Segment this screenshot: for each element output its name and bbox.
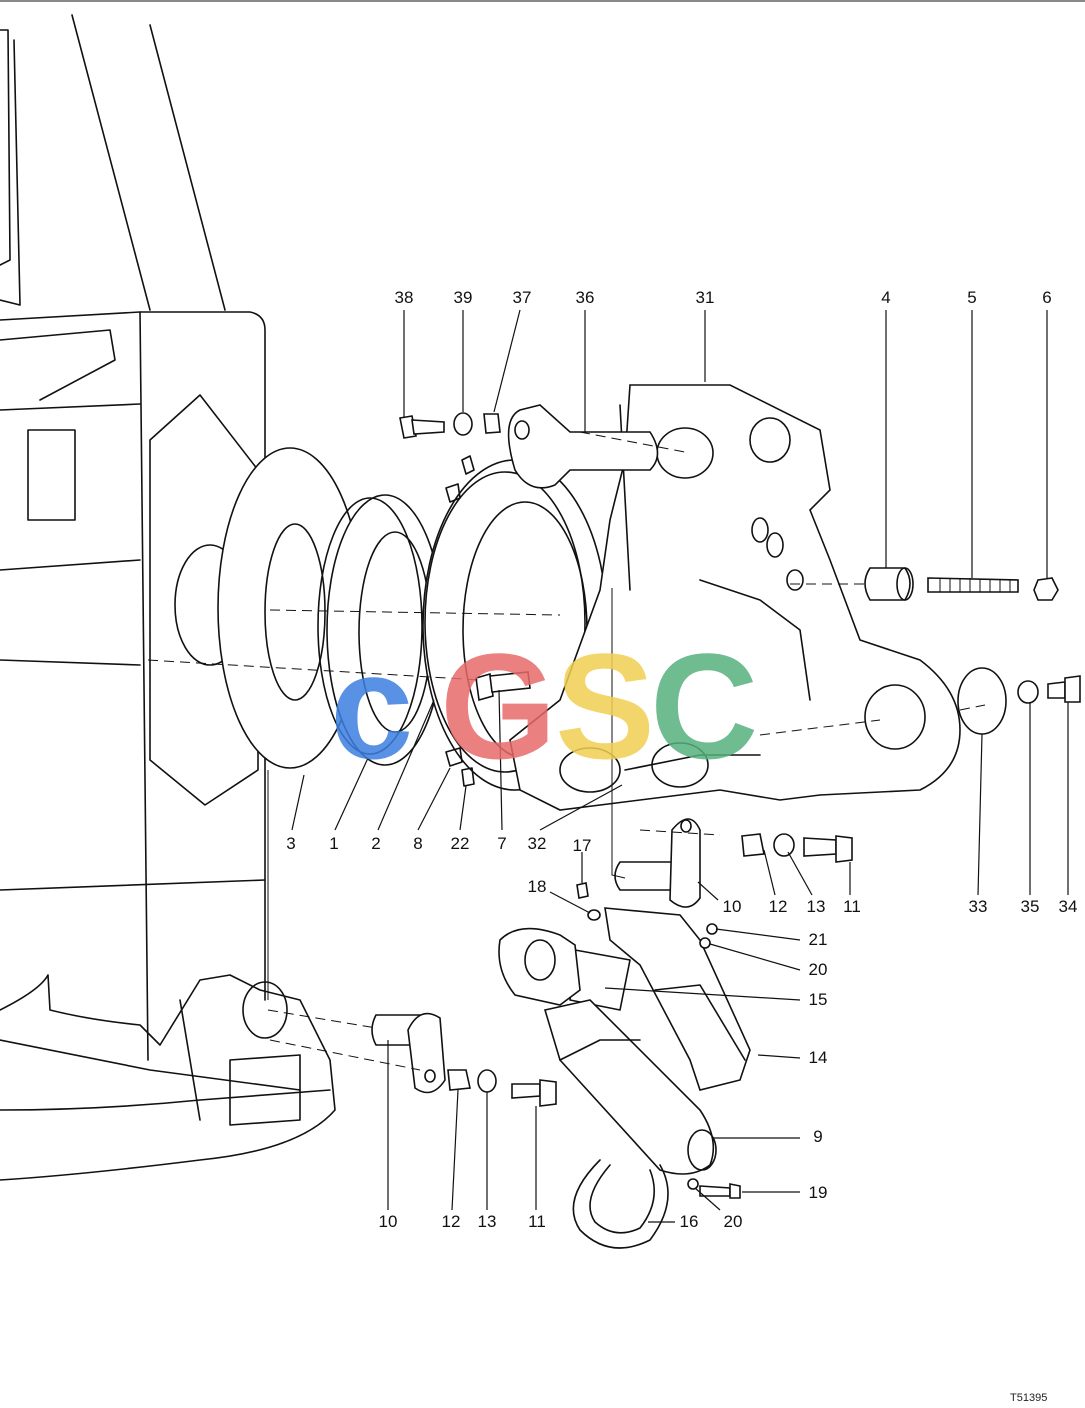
bolt-38 xyxy=(399,415,445,439)
callout-37: 37 xyxy=(512,288,532,307)
callout-7: 7 xyxy=(497,834,507,853)
callout-31: 31 xyxy=(695,288,715,307)
callout-8: 8 xyxy=(413,834,423,853)
washer-13-lower xyxy=(477,1069,497,1093)
callout-13-lower: 13 xyxy=(477,1212,497,1231)
callout-17: 17 xyxy=(572,836,592,855)
swing-bracket xyxy=(509,384,961,811)
alignment-lines xyxy=(147,431,986,1071)
callout-6: 6 xyxy=(1042,288,1052,307)
sleeve-37 xyxy=(483,413,501,434)
callout-14: 14 xyxy=(808,1048,828,1067)
callout-2: 2 xyxy=(371,834,381,853)
leader-lines xyxy=(291,309,1069,1223)
flange-disc xyxy=(217,447,363,769)
stud-5 xyxy=(927,577,1019,593)
callout-19: 19 xyxy=(808,1183,828,1202)
link-pin-10-lower xyxy=(371,1012,446,1094)
nut-6 xyxy=(1033,577,1059,601)
watermark-letter: G xyxy=(440,622,557,790)
callout-32: 32 xyxy=(527,834,547,853)
callout-16: 16 xyxy=(679,1212,699,1231)
callout-18: 18 xyxy=(527,877,547,896)
callout-15: 15 xyxy=(808,990,828,1009)
callout-5: 5 xyxy=(967,288,977,307)
washer-39 xyxy=(453,412,473,436)
callout-20-lower: 20 xyxy=(723,1212,743,1231)
callout-4: 4 xyxy=(881,288,891,307)
callout-39: 39 xyxy=(453,288,473,307)
bolt-11-lower xyxy=(511,1079,557,1107)
washer-13-upper xyxy=(773,833,795,857)
callout-36: 36 xyxy=(575,288,595,307)
callout-1: 1 xyxy=(329,834,339,853)
bush-4 xyxy=(864,567,914,601)
callout-12-lower: 12 xyxy=(441,1212,461,1231)
watermark-letter: c xyxy=(330,622,414,790)
bolt-7 xyxy=(475,671,531,702)
washer-20-lower xyxy=(687,1178,699,1190)
base-bracket xyxy=(0,974,336,1181)
callout-12-upper: 12 xyxy=(768,897,788,916)
bolt-34 xyxy=(1047,675,1081,703)
washer-35 xyxy=(1017,680,1039,704)
watermark-letter: S xyxy=(555,622,656,790)
callout-38: 38 xyxy=(394,288,414,307)
screws-21-20 xyxy=(699,923,718,949)
sleeve-12-upper xyxy=(741,833,765,857)
callout-3: 3 xyxy=(286,834,296,853)
hydraulic-cylinder xyxy=(498,927,717,1175)
drawing-reference-code: T51395 xyxy=(1010,1392,1048,1404)
bolt-11-upper xyxy=(803,835,853,863)
callout-11-upper: 11 xyxy=(843,897,861,916)
callout-9: 9 xyxy=(813,1127,823,1146)
bolt-19 xyxy=(699,1183,741,1199)
u-clamp xyxy=(572,1159,669,1249)
screws-17-18 xyxy=(576,882,601,921)
callout-11-lower: 11 xyxy=(528,1212,546,1231)
pivot-pin xyxy=(507,404,659,489)
callout-35: 35 xyxy=(1020,897,1040,916)
grease-nipples xyxy=(445,455,475,787)
callout-10-lower: 10 xyxy=(378,1212,398,1231)
callout-33: 33 xyxy=(968,897,988,916)
cylinder-bracket xyxy=(569,907,751,1091)
callout-10-upper: 10 xyxy=(722,897,742,916)
callout-13-upper: 13 xyxy=(806,897,826,916)
sleeve-12-lower xyxy=(447,1069,471,1091)
callout-34: 34 xyxy=(1058,897,1078,916)
callout-21: 21 xyxy=(808,930,828,949)
link-pin-10-upper xyxy=(614,818,701,908)
watermark-letter: C xyxy=(650,622,759,790)
washer-33 xyxy=(957,667,1007,735)
callout-20-upper: 20 xyxy=(808,960,828,979)
callout-22: 22 xyxy=(450,834,470,853)
